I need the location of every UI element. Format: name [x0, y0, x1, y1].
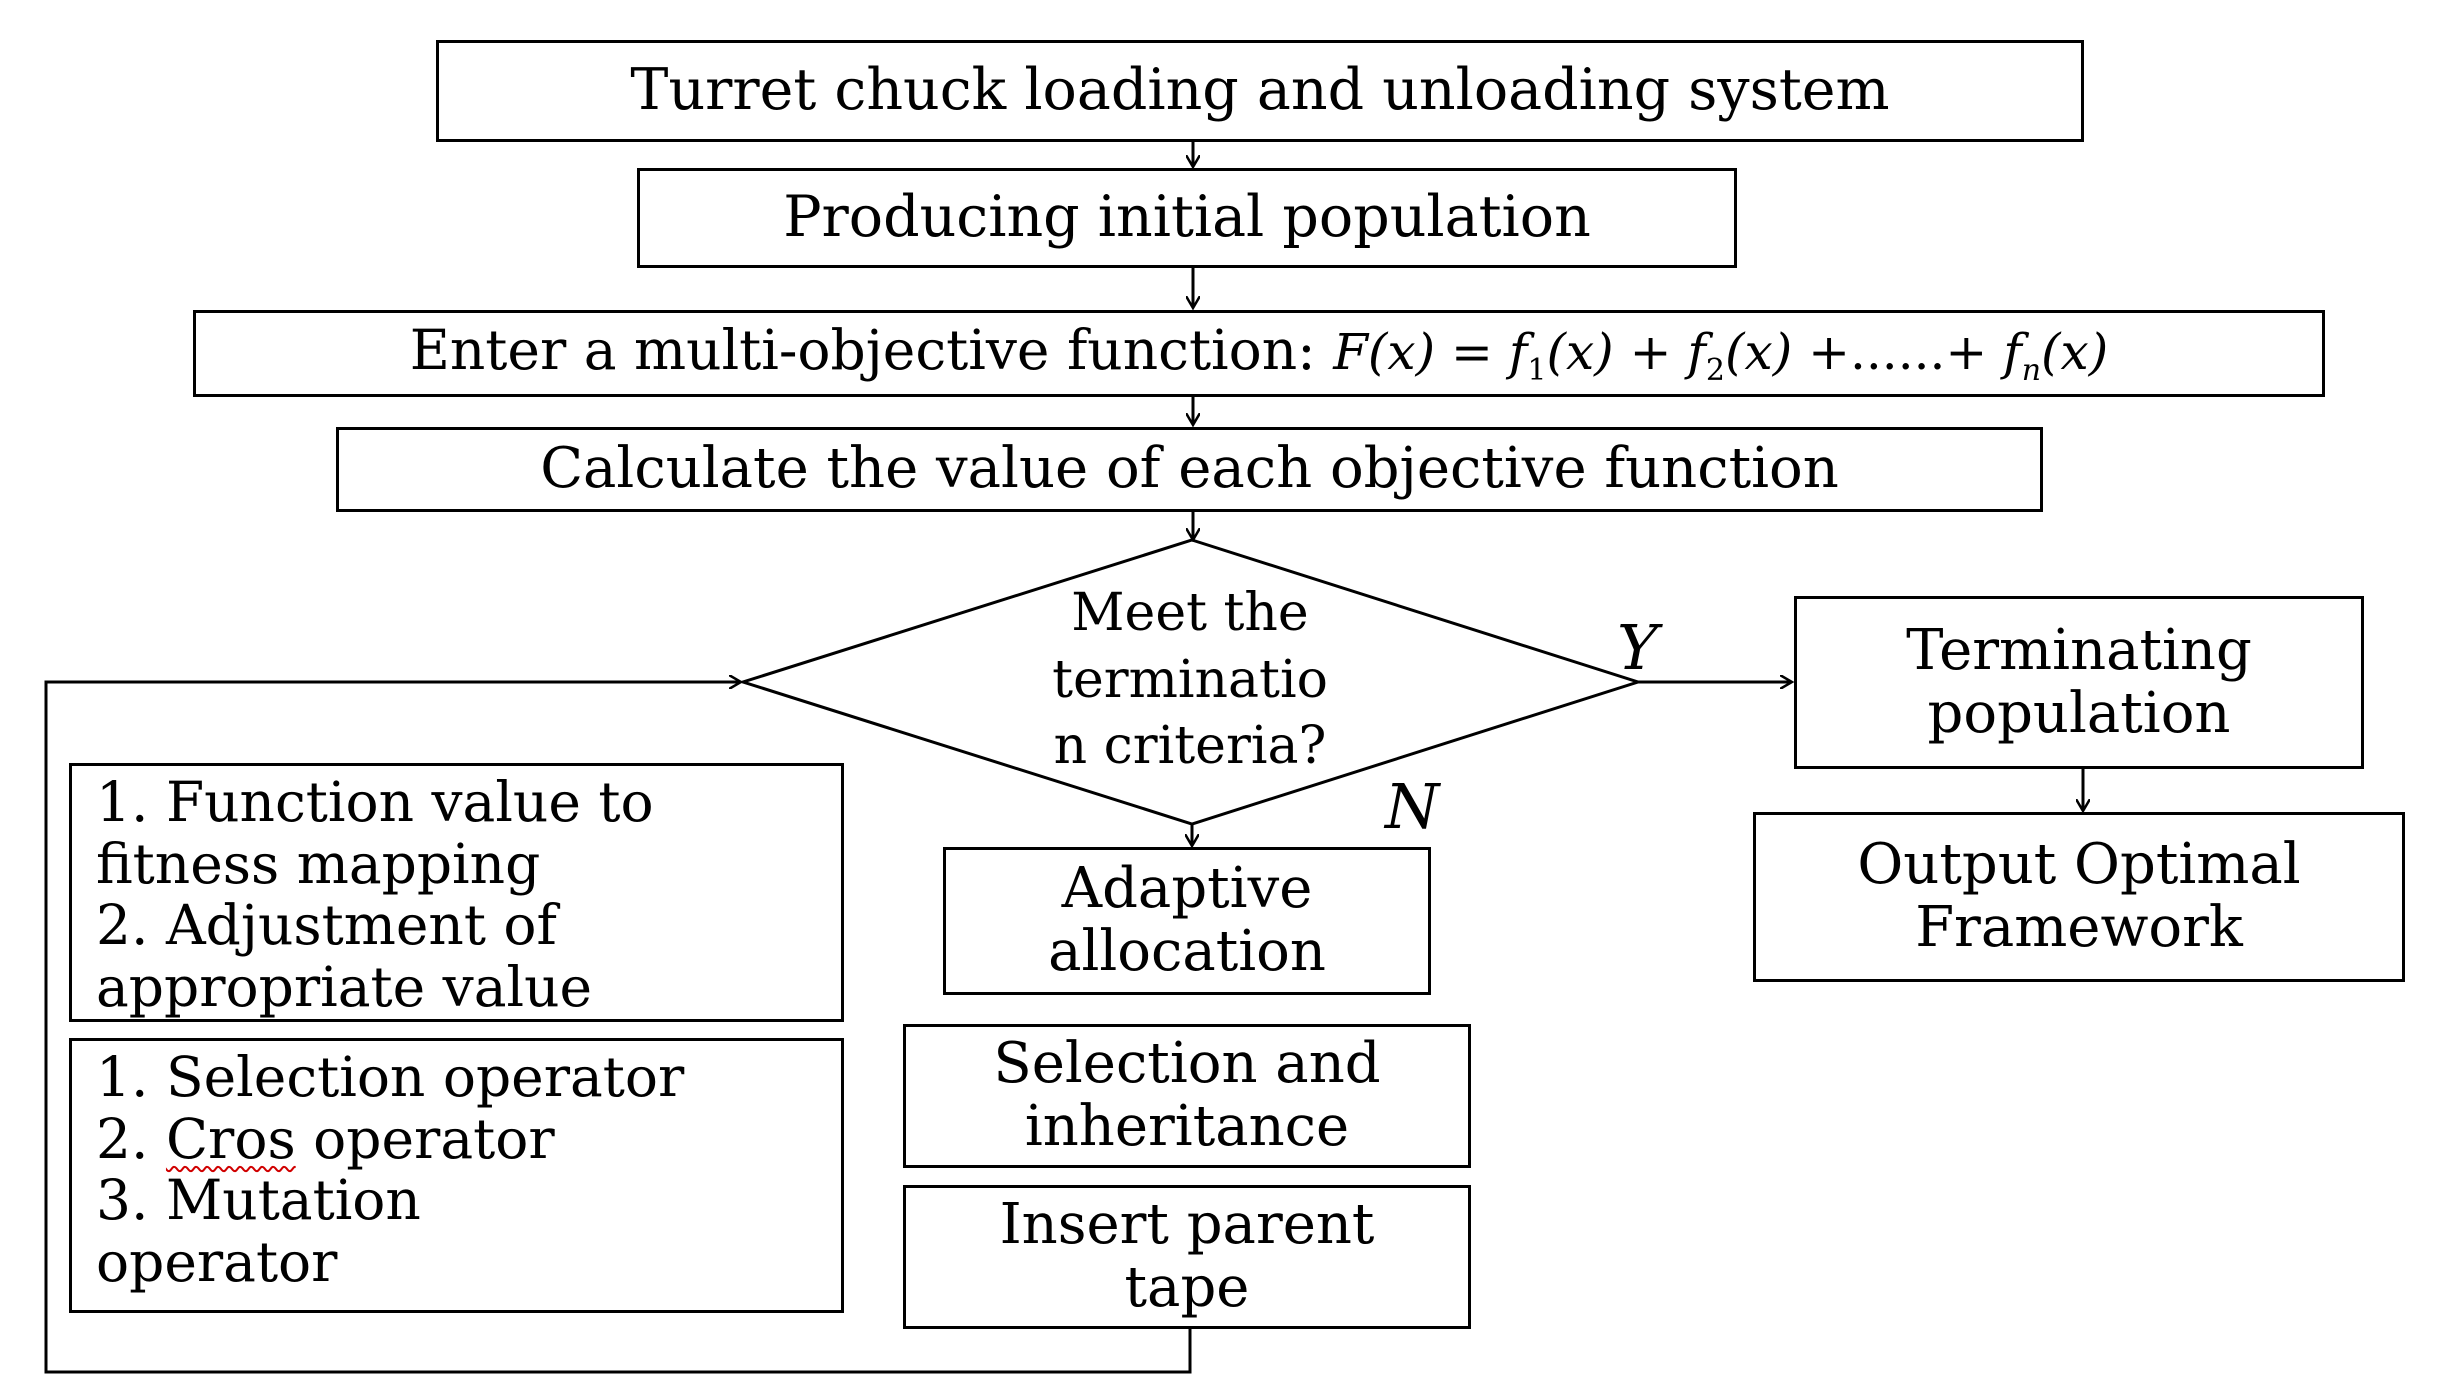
objective-function-text: Enter a multi-objective function:	[409, 317, 1316, 382]
terminating-population: Terminating population	[1794, 596, 2364, 769]
step-calculate-objectives: Calculate the value of each objective fu…	[336, 427, 2043, 512]
insert-parent-tape: Insert parent tape	[903, 1185, 1471, 1329]
step-objective-function: Enter a multi-objective function: F(x) =…	[193, 310, 2325, 397]
decision-line-3: n criteria?	[1053, 716, 1327, 777]
decision-line-1: Meet the	[1071, 583, 1309, 643]
yes-label: Y	[1617, 611, 1658, 684]
step-initial-population-label: Producing initial population	[783, 184, 1591, 251]
decision-text: Meet the terminatio n criteria?	[960, 580, 1420, 780]
output-optimal-framework: Output Optimal Framework	[1753, 812, 2405, 982]
no-label: N	[1385, 770, 1440, 843]
adaptive-allocation: Adaptive allocation	[943, 847, 1431, 995]
fitness-note: 1. Function value to fitness mapping 2. …	[69, 763, 844, 1022]
decision-line-2: terminatio	[1052, 649, 1328, 710]
step-calculate-objectives-label: Calculate the value of each objective fu…	[540, 436, 1839, 502]
misspelled-word: Cros	[165, 1106, 296, 1171]
objective-formula: F(x) = f1(x) + f2(x) +......+ fn(x)	[1333, 322, 2109, 388]
step-turret-system-label: Turret chuck loading and unloading syste…	[630, 57, 1890, 124]
step-turret-system: Turret chuck loading and unloading syste…	[436, 40, 2084, 142]
step-initial-population: Producing initial population	[637, 168, 1737, 268]
feedback-loop	[44, 682, 1192, 1374]
objective-function-line: Enter a multi-objective function: F(x) =…	[409, 317, 2109, 388]
operators-note: 1. Selection operator 2. Cros operator 3…	[69, 1038, 844, 1313]
selection-and-inheritance: Selection and inheritance	[903, 1024, 1471, 1168]
